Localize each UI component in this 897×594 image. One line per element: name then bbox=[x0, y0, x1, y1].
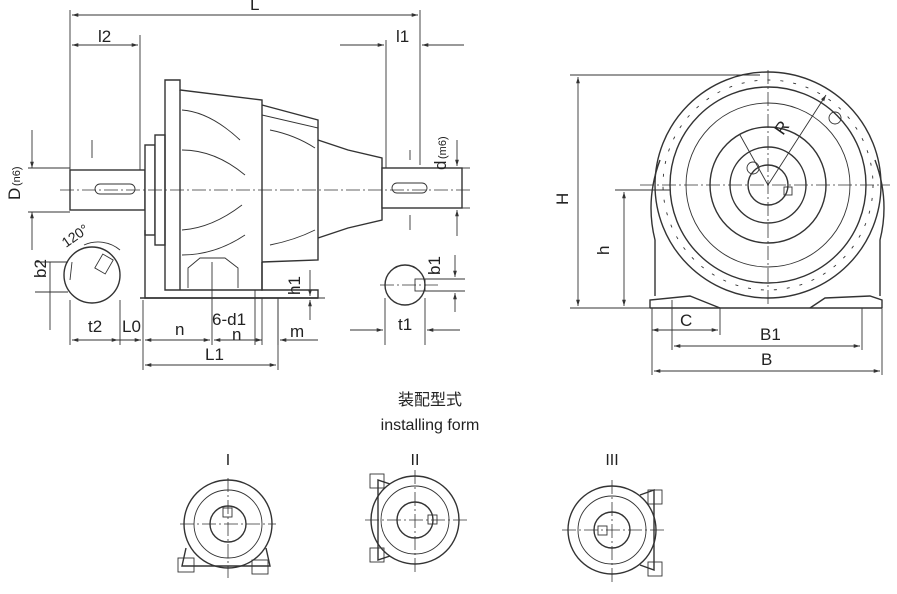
form-II-label: II bbox=[411, 452, 420, 469]
install-form-III bbox=[562, 480, 664, 584]
label-D-tolerance: (n6) bbox=[11, 166, 23, 186]
label-h: h bbox=[594, 246, 613, 255]
label-L0: L0 bbox=[122, 317, 141, 336]
label-n: n bbox=[175, 320, 184, 339]
label-b2: b2 bbox=[31, 259, 50, 278]
label-6-d1: 6-d1 bbox=[212, 310, 246, 329]
label-l1: l1 bbox=[396, 27, 409, 46]
label-B: B bbox=[761, 350, 772, 369]
label-b1: b1 bbox=[425, 256, 444, 275]
form-III-label: III bbox=[605, 452, 618, 469]
front-view bbox=[570, 70, 890, 375]
caption-chinese: 装配型式 bbox=[398, 391, 462, 409]
label-n-2: n bbox=[232, 325, 241, 344]
label-t2: t2 bbox=[88, 317, 102, 336]
form-I-label: I bbox=[226, 452, 230, 469]
label-l2: l2 bbox=[98, 27, 111, 46]
label-H: H bbox=[553, 193, 572, 205]
install-form-I bbox=[177, 478, 276, 578]
label-L1: L1 bbox=[205, 345, 224, 364]
label-D: D bbox=[5, 188, 24, 200]
label-h1: h1 bbox=[285, 276, 304, 295]
label-d-tolerance: (m6) bbox=[437, 136, 449, 159]
label-angle: 120° bbox=[59, 221, 92, 251]
label-d: d bbox=[431, 161, 450, 170]
caption-english: installing form bbox=[381, 417, 480, 434]
label-L: L bbox=[250, 0, 259, 14]
install-form-II bbox=[365, 470, 468, 574]
label-m: m bbox=[290, 322, 304, 341]
label-B1: B1 bbox=[760, 325, 781, 344]
label-R: R bbox=[771, 117, 794, 138]
side-view bbox=[28, 10, 470, 370]
label-t1: t1 bbox=[398, 315, 412, 334]
label-C: C bbox=[680, 311, 692, 330]
